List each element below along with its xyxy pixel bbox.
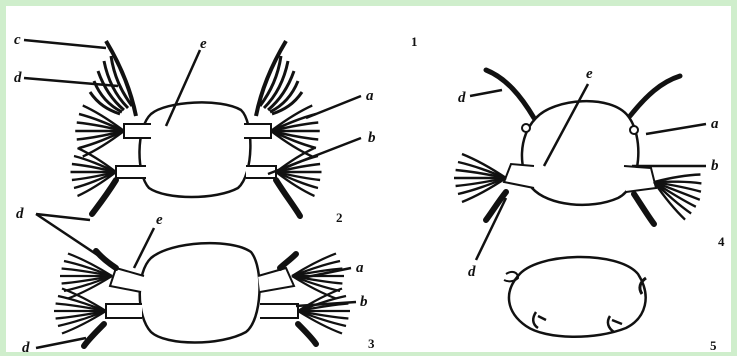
label-d-fig2: d xyxy=(14,70,22,86)
illustration-canvas: c d e a b 2 d e a b d 3 xyxy=(6,6,731,352)
label-e-fig2: e xyxy=(200,36,207,52)
label-d-fig3-lower: d xyxy=(22,340,30,352)
label-c-fig2: c xyxy=(14,32,21,48)
figure-number-4: 4 xyxy=(718,234,725,249)
label-d-fig4-lower: d xyxy=(468,264,476,280)
label-d-fig4: d xyxy=(458,90,466,106)
label-e-fig4: e xyxy=(586,66,593,82)
diagram-figure-5: 5 xyxy=(504,257,717,352)
figure-panel: c d e a b 2 d e a b d 3 xyxy=(6,6,731,352)
figure-number-1: 1 xyxy=(411,34,418,49)
diagram-figure-4: d e a b d 4 xyxy=(454,66,725,280)
fig2-body xyxy=(139,102,250,197)
label-a-fig4: a xyxy=(711,116,719,132)
label-b-fig2: b xyxy=(368,130,376,146)
figure-number-2: 2 xyxy=(336,210,343,225)
diagram-figure-2: c d e a b 2 xyxy=(14,32,376,225)
figure-number-3: 3 xyxy=(368,336,375,351)
label-d-fig3: d xyxy=(16,206,24,222)
label-a-fig3: a xyxy=(356,260,364,276)
label-b-fig3: b xyxy=(360,294,368,310)
fig4-body xyxy=(522,101,638,205)
label-e-fig3: e xyxy=(156,212,163,228)
label-a-fig2: a xyxy=(366,88,374,104)
fig5-body xyxy=(509,257,646,337)
figure-number-5: 5 xyxy=(710,338,717,352)
label-b-fig4: b xyxy=(711,158,719,174)
diagram-figure-3: d e a b d 3 xyxy=(16,206,375,352)
fig3-body xyxy=(140,243,260,342)
